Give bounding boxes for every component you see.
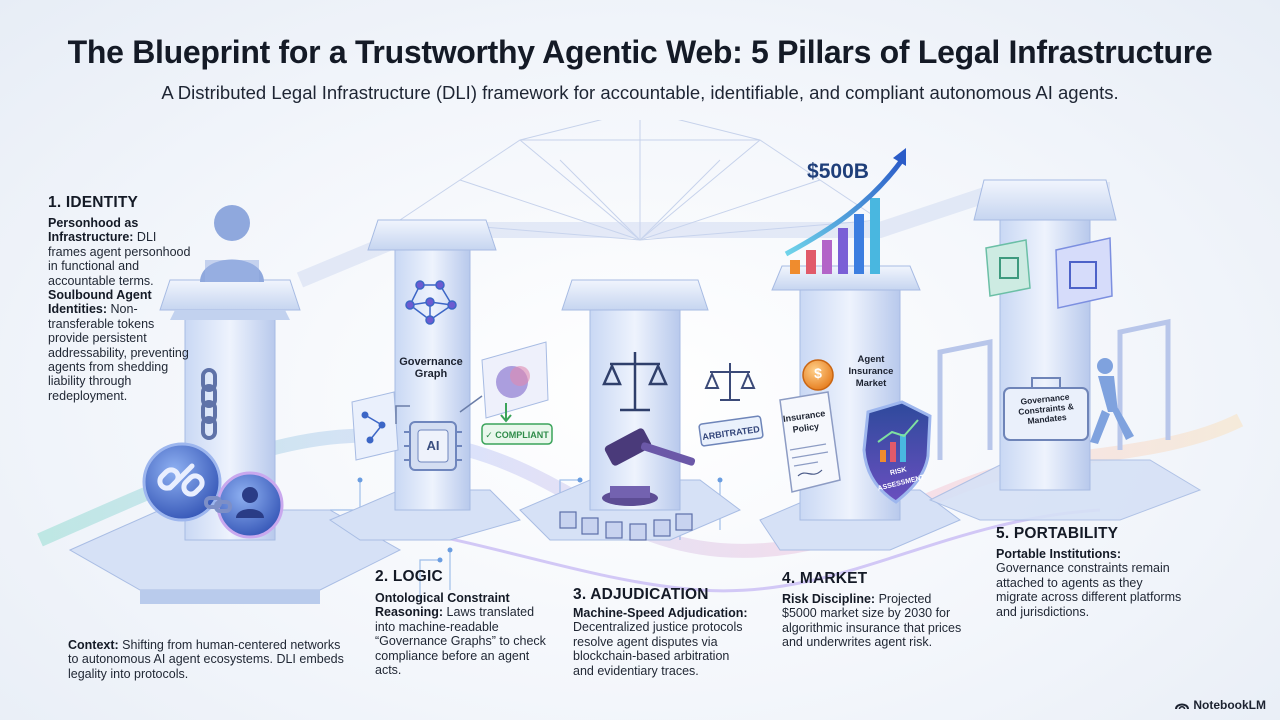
- portability-pillar: [928, 179, 1202, 521]
- market-heading: 4. MARKET: [782, 570, 868, 587]
- market-value-label: $500B: [807, 160, 869, 183]
- market-description: Risk Discipline: Projected $5000 market …: [782, 592, 962, 650]
- infographic-scene: Governance Graph AI ✓ COMPLIANT ARBITRAT…: [0, 120, 1280, 720]
- context-term: Context:: [68, 638, 119, 652]
- identity-text-2: Non-transferable tokens provide persiste…: [48, 302, 189, 403]
- insurance-policy-document: [779, 391, 841, 493]
- ai-chip-label: AI: [426, 438, 440, 453]
- identity-term-1: Personhood as Infrastructure:: [48, 216, 139, 245]
- logic-pillar: [328, 219, 553, 541]
- evidence-blocks: [559, 511, 693, 541]
- adjudication-text: Decentralized justice protocols resolve …: [573, 620, 743, 678]
- market-text: Projected $5000 market size by 2030 for …: [782, 592, 962, 650]
- notebooklm-logo-icon: [1175, 703, 1190, 710]
- risk-assessment-shield-icon: [862, 400, 932, 504]
- small-scales-icon: [704, 363, 756, 401]
- identity-heading: 1. IDENTITY: [48, 194, 139, 211]
- chain-icon: [201, 368, 217, 440]
- logic-heading: 2. LOGIC: [375, 568, 443, 585]
- portability-description: Portable Institutions: Governance constr…: [996, 547, 1182, 619]
- identity-description: Personhood as Infrastructure: DLI frames…: [48, 216, 196, 403]
- governance-graph-label: Governance Graph: [399, 356, 463, 380]
- adjudication-term: Machine-Speed Adjudication:: [573, 606, 748, 620]
- market-pillar: [759, 148, 961, 551]
- arbitrated-stamp-frame: [698, 415, 764, 447]
- page-subtitle: A Distributed Legal Infrastructure (DLI)…: [161, 82, 1119, 103]
- identity-term-2: Soulbound Agent Identities:: [48, 288, 152, 317]
- adjudication-description: Machine-Speed Adjudication: Decentralize…: [573, 606, 753, 678]
- compliant-badge: ✓ COMPLIANT: [485, 430, 549, 440]
- walking-agent-icon: [1090, 358, 1134, 444]
- identity-text-1: DLI frames agent personhood in functiona…: [48, 230, 191, 288]
- network-panel-icon: [351, 391, 399, 461]
- brand-name: NotebookLM: [1193, 698, 1266, 712]
- identity-pillar: [68, 205, 402, 604]
- logic-description: Ontological Constraint Reasoning: Laws t…: [375, 591, 547, 677]
- platform-cube-icon: [985, 239, 1031, 297]
- briefcase-icon: [1003, 377, 1089, 441]
- coin-icon: [802, 359, 834, 391]
- portability-heading: 5. PORTABILITY: [996, 525, 1119, 542]
- page-title: The Blueprint for a Trustworthy Agentic …: [67, 34, 1213, 70]
- portability-term: Portable Institutions:: [996, 547, 1121, 561]
- compliant-badge-frame: [481, 423, 553, 445]
- market-term: Risk Discipline:: [782, 592, 876, 606]
- context-text: Shifting from human-centered networks to…: [68, 638, 344, 681]
- adjudication-heading: 3. ADJUDICATION: [573, 586, 709, 603]
- identity-token-icon: [204, 471, 284, 539]
- gavel-icon: [602, 428, 696, 506]
- logic-term: Ontological Constraint Reasoning:: [375, 591, 510, 620]
- coin-symbol: $: [814, 365, 822, 381]
- platform-window-icon: [1055, 237, 1113, 309]
- ai-chip-icon: [404, 421, 462, 471]
- illustration: [37, 120, 1244, 604]
- soulbound-token-icon: [142, 442, 222, 522]
- person-bust-icon: [200, 205, 264, 282]
- context-note: Context: Shifting from human-centered ne…: [68, 638, 350, 681]
- insurance-market-label: Agent Insurance Market: [848, 354, 894, 389]
- scales-of-justice-icon: [602, 352, 668, 412]
- growth-bar-chart-icon: [784, 148, 906, 274]
- adjudication-pillar: [519, 279, 764, 541]
- logic-text: Laws translated into machine-readable “G…: [375, 605, 546, 678]
- governance-graph-icon: [405, 280, 457, 325]
- brain-panel-icon: [481, 341, 549, 423]
- portability-text: Governance constraints remain attached t…: [996, 561, 1182, 619]
- portal-door: [937, 318, 1171, 460]
- notebooklm-brand: NotebookLM: [1175, 698, 1266, 712]
